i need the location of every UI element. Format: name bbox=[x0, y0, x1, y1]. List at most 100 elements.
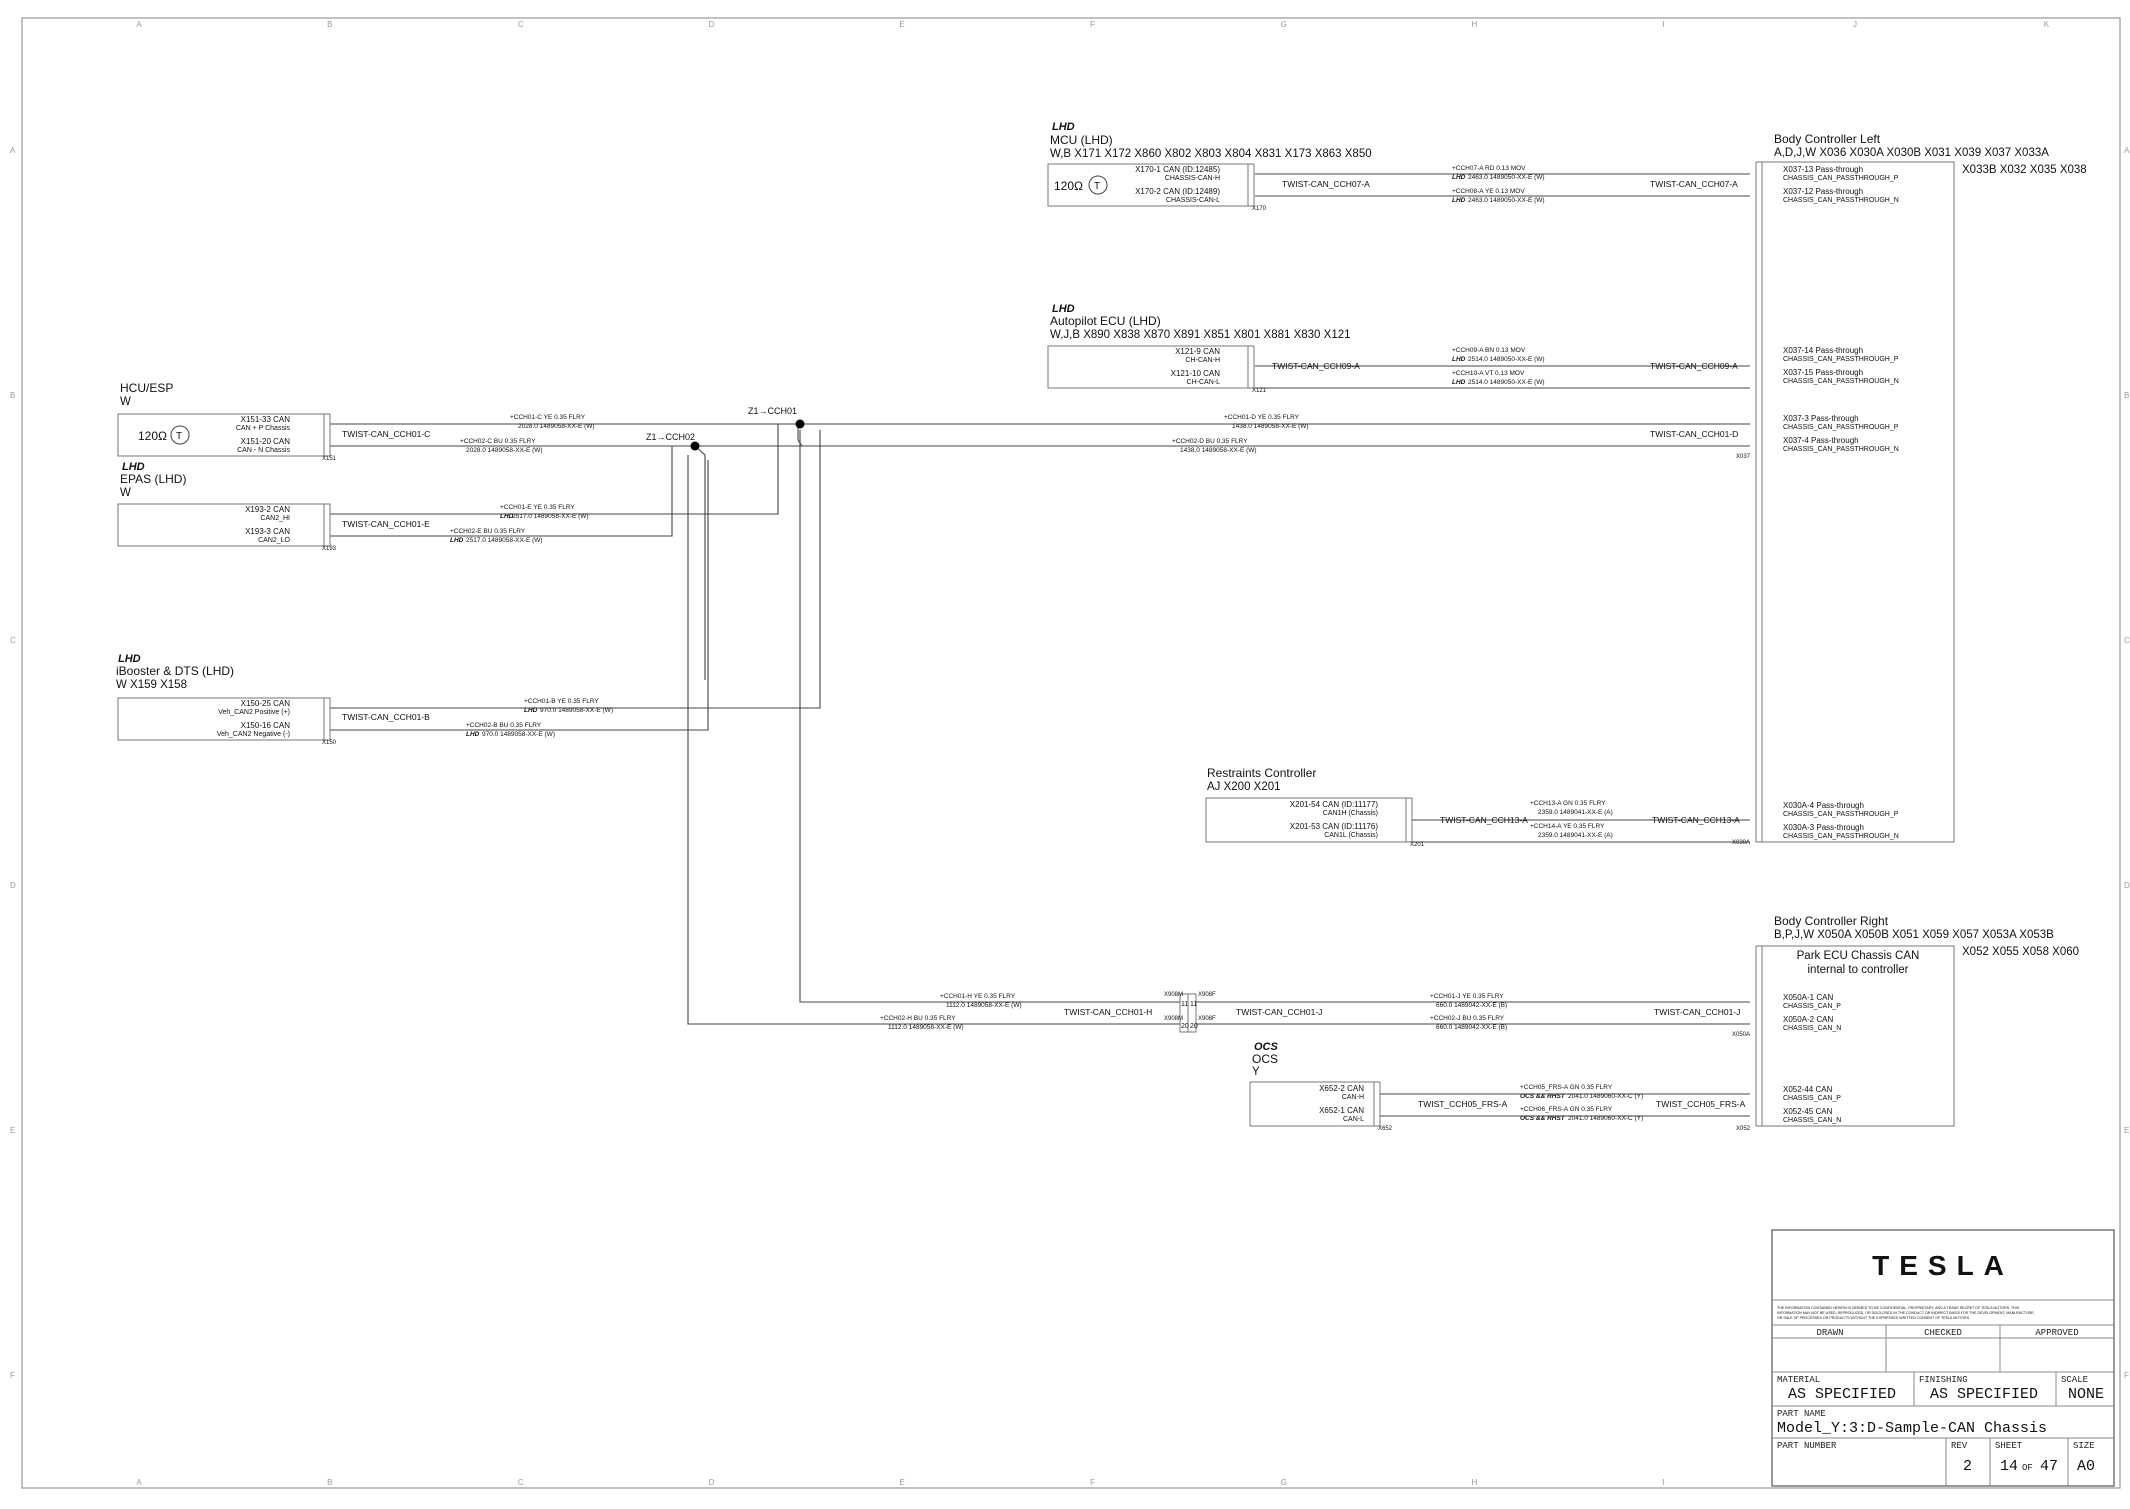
wire-spec: 2028.0 1489058-XX-E (W) bbox=[466, 447, 543, 454]
wire-spec: +CCH08-A YE 0.13 MOV bbox=[1452, 188, 1525, 195]
bcl-pin6-sig: CHASSIS_CAN_PASSTHROUGH_N bbox=[1783, 446, 1899, 453]
ibooster-lhd-tag: LHD bbox=[118, 653, 141, 665]
component-ocs: OCS OCS Y X652-2 CAN CAN-H X652-1 CAN CA… bbox=[1249, 1041, 1393, 1132]
bcl-pin4: X037-15 Pass-through bbox=[1783, 368, 1863, 377]
tesla-logo: TESLA bbox=[1872, 1250, 2014, 1281]
splice-label-cch01: Z1→CCH01 bbox=[748, 406, 797, 416]
twist-labels: TWIST-CAN_CCH01-C TWIST-CAN_CCH01-E TWIS… bbox=[342, 179, 1746, 1109]
bcr-codes: B,P,J,W X050A X050B X051 X059 X057 X053A… bbox=[1774, 929, 2054, 941]
ocs-pin2-sig: CAN-L bbox=[1343, 1116, 1364, 1123]
grid-row-letter: F bbox=[2124, 1371, 2129, 1380]
wire-lhd: LHD bbox=[1452, 197, 1466, 204]
bcr-pin2: X050A-2 CAN bbox=[1783, 1015, 1833, 1024]
wire-spec: +CCH01-J YE 0.35 FLRY bbox=[1430, 993, 1504, 1000]
wire-lhd: LHD bbox=[1452, 356, 1466, 363]
wire-spec: 2041.0 1489060-XX-C (Y) bbox=[1568, 1093, 1643, 1100]
wire-spec: +CCH01-E YE 0.35 FLRY bbox=[500, 504, 575, 511]
grid-row-letter: C bbox=[10, 636, 16, 645]
wire-spec: 2514.0 1489050-XX-E (W) bbox=[1468, 379, 1545, 386]
bcl-pin6: X037-4 Pass-through bbox=[1783, 436, 1859, 445]
wire-spec: +CCH01-C YE 0.35 FLRY bbox=[510, 414, 586, 421]
restraints-pin1: X201-54 CAN (ID:11177) bbox=[1290, 800, 1379, 809]
ap-codes: W,J,B X890 X838 X870 X891 X851 X801 X881… bbox=[1050, 329, 1351, 341]
hcu-codes: W bbox=[120, 396, 131, 408]
ap-pin1-sig: CH-CAN-H bbox=[1185, 357, 1220, 364]
twist-label: TWIST-CAN_CCH09-A bbox=[1272, 361, 1360, 371]
x908-pin-20: 20 bbox=[1181, 1023, 1189, 1030]
grid-column-letter: E bbox=[899, 20, 904, 29]
wire-spec: 1438.0 1489058-XX-E (W) bbox=[1232, 423, 1309, 430]
splice-dot-cch02 bbox=[690, 441, 700, 451]
bcl-pin7-sig: CHASSIS_CAN_PASSTHROUGH_P bbox=[1783, 811, 1899, 818]
ocs-pin1-sig: CAN-H bbox=[1342, 1094, 1364, 1101]
scale-value: NONE bbox=[2068, 1386, 2104, 1403]
finishing-value: AS SPECIFIED bbox=[1930, 1386, 2038, 1403]
restraints-pin1-sig: CAN1H (Chassis) bbox=[1323, 810, 1378, 817]
component-restraints: Restraints Controller AJ X200 X201 X201-… bbox=[1205, 766, 1425, 848]
x908-top-right: X908F bbox=[1198, 992, 1216, 998]
twist-label: TWIST-CAN_CCH01-J bbox=[1654, 1007, 1740, 1017]
wire-ocs-rhst: OCS && RHST bbox=[1520, 1093, 1566, 1100]
scale-label: SCALE bbox=[2061, 1375, 2088, 1385]
component-mcu: LHD MCU (LHD) W,B X171 X172 X860 X802 X8… bbox=[1047, 121, 1372, 212]
rev-label: REV bbox=[1951, 1441, 1968, 1451]
mcu-pin2-sig: CHASSIS-CAN-L bbox=[1166, 197, 1220, 204]
wire-spec: +CCH02-B BU 0.35 FLRY bbox=[466, 722, 542, 729]
ap-pin2: X121-10 CAN bbox=[1171, 369, 1221, 378]
x908-bottom-right: X908F bbox=[1198, 1016, 1216, 1022]
grid-column-letter: G bbox=[1281, 1478, 1287, 1487]
bcl-pin3: X037-14 Pass-through bbox=[1783, 346, 1863, 355]
bcl-connector-id-2: X030A bbox=[1732, 840, 1750, 846]
epas-pin1: X193-2 CAN bbox=[245, 505, 290, 514]
grid-column-letter: D bbox=[709, 20, 715, 29]
bcr-pin3: X052-44 CAN bbox=[1783, 1085, 1833, 1094]
ap-pin1: X121-9 CAN bbox=[1175, 347, 1220, 356]
ap-connector-id: X121 bbox=[1252, 388, 1267, 394]
restraints-connector-id: X201 bbox=[1410, 842, 1425, 848]
wire-spec: +CCH02-J BU 0.35 FLRY bbox=[1430, 1015, 1505, 1022]
hcu-pin1-sig: CAN + P Chassis bbox=[236, 425, 291, 432]
ibooster-pin2-sig: Veh_CAN2 Negative (-) bbox=[217, 731, 290, 738]
bcr-pin4: X052-45 CAN bbox=[1783, 1107, 1833, 1116]
epas-lhd-tag: LHD bbox=[122, 461, 145, 473]
mcu-title: MCU (LHD) bbox=[1050, 133, 1113, 147]
bcl-pin1-sig: CHASSIS_CAN_PASSTHROUGH_P bbox=[1783, 175, 1899, 182]
hcu-terminator-label: 120Ω bbox=[138, 429, 167, 443]
wire-spec: 970.0 1489058-XX-E (W) bbox=[482, 731, 555, 738]
bcr-codes2: X052 X055 X058 X060 bbox=[1962, 946, 2079, 958]
epas-title: EPAS (LHD) bbox=[120, 472, 186, 486]
bcr-pin4-sig: CHASSIS_CAN_N bbox=[1783, 1117, 1841, 1124]
wire-spec: +CCH06_FRS-A GN 0.35 FLRY bbox=[1520, 1106, 1613, 1113]
bcr-pin1-sig: CHASSIS_CAN_P bbox=[1783, 1003, 1841, 1010]
size-label: SIZE bbox=[2073, 1441, 2095, 1451]
bcr-pin1: X050A-1 CAN bbox=[1783, 993, 1833, 1002]
wire-lhd: LHD bbox=[524, 707, 538, 714]
component-ibooster: LHD iBooster & DTS (LHD) W X159 X158 X15… bbox=[116, 653, 337, 746]
grid-column-letter: C bbox=[518, 20, 524, 29]
grid-column-letter: F bbox=[1090, 20, 1095, 29]
hcu-title: HCU/ESP bbox=[120, 381, 173, 395]
confidentiality-notice: INFORMATION MAY NOT BE USED, REPRODUCED,… bbox=[1777, 1311, 2035, 1315]
grid-column-letter: H bbox=[1472, 20, 1478, 29]
grid-column-letter: B bbox=[327, 1478, 332, 1487]
wire-spec: +CCH02-C BU 0.35 FLRY bbox=[460, 438, 536, 445]
grid-column-letter: I bbox=[1662, 1478, 1664, 1487]
grid-column-letter: A bbox=[136, 1478, 142, 1487]
wire-spec: 2463.0 1489050-XX-E (W) bbox=[1468, 174, 1545, 181]
grid-column-letter: C bbox=[518, 1478, 524, 1487]
twist-label: TWIST-CAN_CCH01-E bbox=[342, 519, 430, 529]
wire-lhd: LHD bbox=[1452, 379, 1466, 386]
bcl-codes2: X033B X032 X035 X038 bbox=[1962, 164, 2087, 176]
mcu-pin2: X170-2 CAN (ID:12489) bbox=[1135, 187, 1220, 196]
bcr-pin3-sig: CHASSIS_CAN_P bbox=[1783, 1095, 1841, 1102]
twist-label: TWIST-CAN_CCH13-A bbox=[1440, 815, 1528, 825]
ibooster-title: iBooster & DTS (LHD) bbox=[116, 664, 234, 678]
wire-spec: 2514.0 1489050-XX-E (W) bbox=[1468, 356, 1545, 363]
confidentiality-notice: OR SALE OF PROCESSES OR PRODUCTS WITHOUT… bbox=[1777, 1316, 1970, 1320]
x908-pin-11-r: 11 bbox=[1190, 1001, 1197, 1008]
ocs-title: OCS bbox=[1252, 1052, 1278, 1066]
component-hcu-esp: HCU/ESP W 120Ω T X151-33 CAN CAN + P Cha… bbox=[117, 381, 337, 462]
bcl-codes: A,D,J,W X036 X030A X030B X031 X039 X037 … bbox=[1774, 147, 2049, 159]
